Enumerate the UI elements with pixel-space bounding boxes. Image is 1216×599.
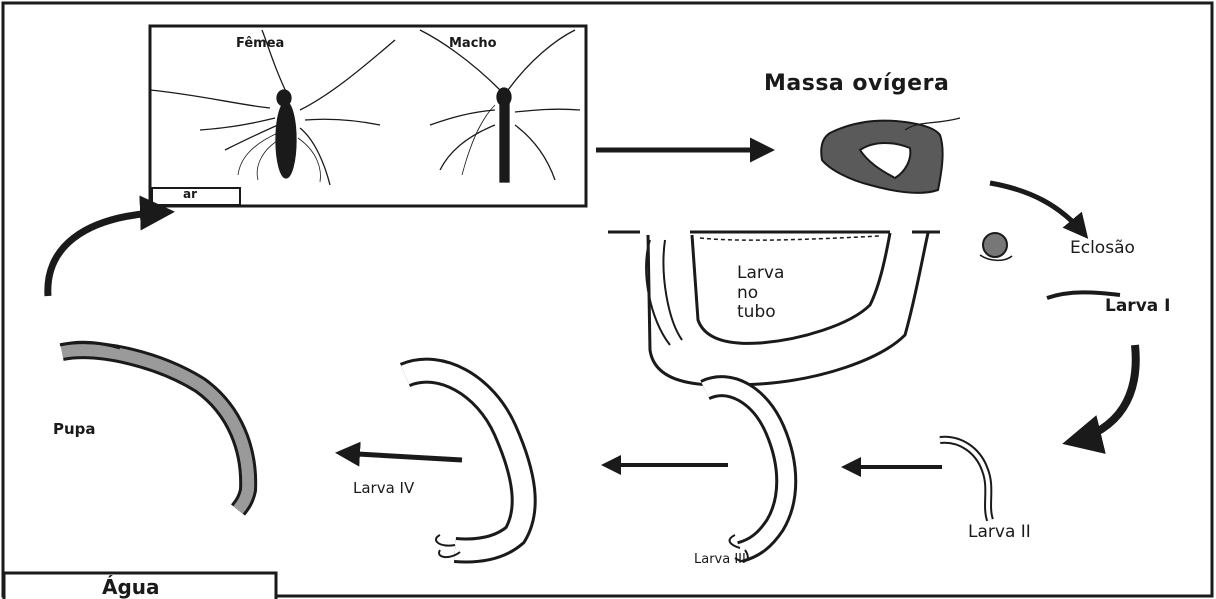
female-label: Fêmea bbox=[236, 36, 284, 51]
egg-mass-label: Massa ovígera bbox=[764, 71, 949, 96]
arrow-pupa-to-adults bbox=[48, 212, 168, 296]
larva-4-icon bbox=[405, 371, 524, 557]
larva-tube-label-line2: no bbox=[737, 283, 758, 303]
air-label: ar bbox=[183, 187, 197, 201]
hatching-label: Eclosão bbox=[1070, 238, 1135, 258]
larva-tube-label-line3: tubo bbox=[737, 302, 776, 322]
larva-2-label: Larva II bbox=[968, 522, 1031, 542]
male-label: Macho bbox=[449, 36, 497, 51]
arrow-larva1-to-larva2 bbox=[1070, 345, 1136, 442]
adults-panel bbox=[150, 26, 586, 206]
arrow-larva4-to-pupa bbox=[340, 453, 462, 460]
water-label: Água bbox=[102, 575, 160, 599]
egg-mass-icon bbox=[821, 121, 942, 193]
larva-2-icon bbox=[940, 440, 990, 520]
hatching-egg-icon bbox=[980, 233, 1012, 260]
larva-3-icon bbox=[705, 386, 786, 561]
larva-1-label: Larva I bbox=[1105, 296, 1171, 316]
larva-tube-label-line1: Larva bbox=[737, 263, 784, 283]
arrow-eggs-to-hatching bbox=[990, 183, 1085, 235]
larva-3-label: Larva III bbox=[694, 552, 746, 567]
pupa-label: Pupa bbox=[53, 420, 96, 438]
larva-4-label: Larva IV bbox=[353, 479, 414, 497]
